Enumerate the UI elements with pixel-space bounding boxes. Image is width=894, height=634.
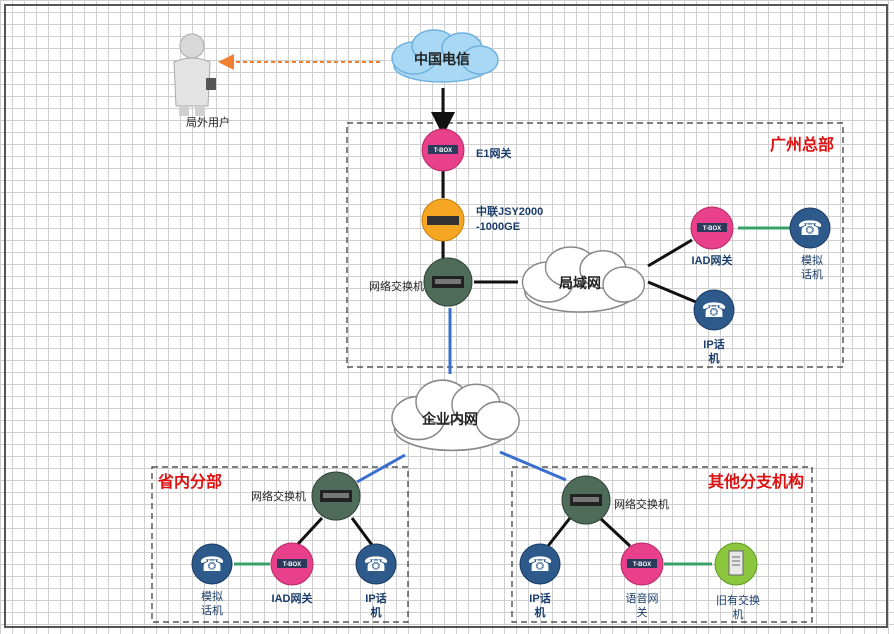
cloud-intranet-label: 企业内网 <box>421 411 478 427</box>
other-ip-label-line2: 机 <box>535 605 546 619</box>
region-box-province <box>151 466 409 623</box>
prov-ip-label-line2: 机 <box>371 605 382 619</box>
svg-text:☎: ☎ <box>364 554 389 576</box>
hq-iad-label: IAD网关 <box>692 253 733 267</box>
other-voice-gateway-icon: T-BOX <box>620 542 664 586</box>
cloud-telecom-label: 中国电信 <box>414 51 470 67</box>
prov-analog-label-line2: 话机 <box>201 603 223 617</box>
svg-text:T-BOX: T-BOX <box>283 562 301 568</box>
e1-gateway-label: E1网关 <box>476 146 511 160</box>
prov-switch-icon <box>311 471 361 521</box>
outside-user-label: 局外用户 <box>186 115 230 129</box>
link-lan-ipphone <box>647 280 697 304</box>
link-intranet-prov <box>356 453 406 484</box>
e1-gateway-icon: T-BOX <box>421 128 465 172</box>
region-box-hq <box>346 122 844 368</box>
other-switch-label: 网络交换机 <box>614 497 669 511</box>
link-lan-iad <box>647 238 693 268</box>
hq-ip-label-line1: IP话 <box>703 337 724 351</box>
link-other-voice <box>598 516 632 548</box>
link-prov-iad <box>296 516 324 546</box>
hq-iad-gateway-icon: T-BOX <box>690 206 734 250</box>
svg-text:☎: ☎ <box>702 300 727 322</box>
link-intranet-other <box>499 450 567 482</box>
prov-analog-phone-icon: ☎ <box>191 543 233 585</box>
link-other-ip <box>546 517 572 547</box>
region-title-province: 省内分部 <box>157 472 222 491</box>
svg-text:T-BOX: T-BOX <box>633 562 651 568</box>
cloud-telecom: 中国电信 <box>391 29 499 83</box>
prov-ip-label-line1: IP话 <box>365 591 386 605</box>
hq-ip-label-line2: 机 <box>709 351 720 365</box>
prov-iad-label: IAD网关 <box>272 591 313 605</box>
hq-analog-label-line1: 模拟 <box>801 253 823 267</box>
region-box-other <box>511 466 813 623</box>
link-prov-ip <box>350 517 374 546</box>
hq-analog-phone-icon: ☎ <box>789 207 831 249</box>
other-ip-phone-icon: ☎ <box>519 543 561 585</box>
prov-analog-label-line1: 模拟 <box>201 589 223 603</box>
svg-text:☎: ☎ <box>200 554 225 576</box>
hq-analog-label-line2: 话机 <box>801 267 823 281</box>
other-voice-label-line2: 关 <box>637 605 648 619</box>
legacy-pbx-icon <box>714 542 758 586</box>
hq-ip-phone-icon: ☎ <box>693 289 735 331</box>
svg-text:☎: ☎ <box>798 218 823 240</box>
other-switch-icon <box>561 475 611 525</box>
other-voice-label-line1: 语音网 <box>626 591 659 605</box>
legacy-pbx-label-line1: 旧有交换 <box>716 593 760 607</box>
svg-text:☎: ☎ <box>528 554 553 576</box>
prov-iad-gateway-icon: T-BOX <box>270 542 314 586</box>
svg-text:T-BOX: T-BOX <box>703 226 721 232</box>
jsy2000-icon <box>421 198 465 242</box>
prov-switch-label: 网络交换机 <box>251 489 306 503</box>
cloud-lan-label: 局域网 <box>559 275 601 291</box>
region-title-other: 其他分支机构 <box>708 472 804 491</box>
prov-ip-phone-icon: ☎ <box>355 543 397 585</box>
jsy2000-label-line2: -1000GE <box>476 221 520 233</box>
jsy2000-label-line1: 中联JSY2000 <box>476 204 543 218</box>
region-title-hq: 广州总部 <box>770 135 834 154</box>
hq-switch-label: 网络交换机 <box>369 279 424 293</box>
outside-user-figure <box>173 33 216 116</box>
legacy-pbx-label-line2: 机 <box>733 607 744 621</box>
hq-switch-icon <box>423 257 473 307</box>
diagram-frame <box>4 4 888 628</box>
svg-text:T-BOX: T-BOX <box>434 148 452 154</box>
other-ip-label-line1: IP话 <box>529 591 550 605</box>
